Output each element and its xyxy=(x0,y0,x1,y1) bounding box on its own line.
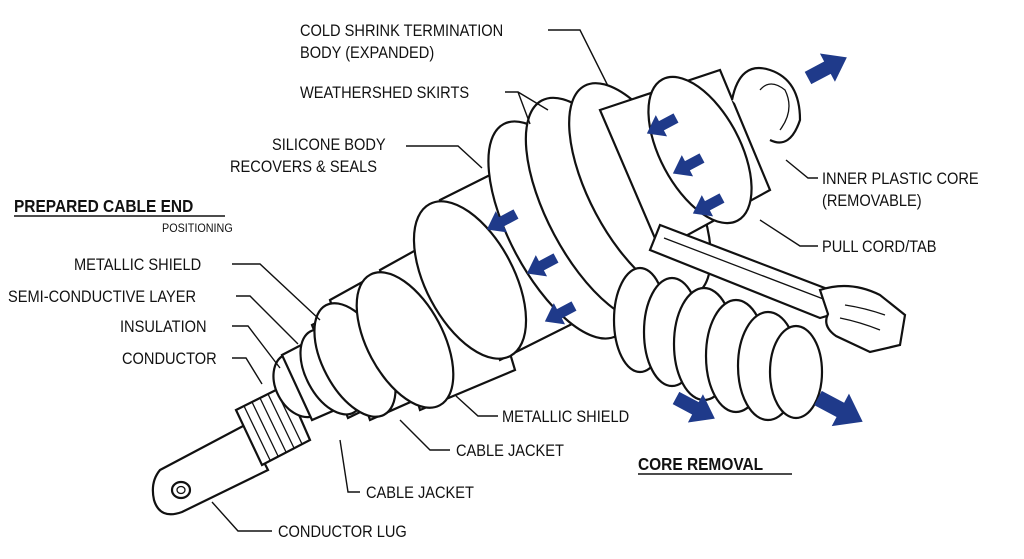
hand-illustration xyxy=(818,284,907,354)
label-cable-jacket-mid: CABLE JACKET xyxy=(456,442,564,460)
label-silicone-body-line2: RECOVERS & SEALS xyxy=(230,158,377,176)
label-metallic-shield-left: METALLIC SHIELD xyxy=(74,256,201,274)
leader-lines xyxy=(211,29,818,532)
label-cable-jacket-lower: CABLE JACKET xyxy=(366,484,474,502)
label-pull-cord-tab: PULL CORD/TAB xyxy=(822,238,936,256)
label-conductor-lug: CONDUCTOR LUG xyxy=(278,523,407,541)
arrow-out-upper-right xyxy=(800,43,855,93)
inner-plastic-core xyxy=(730,66,802,144)
label-inner-plastic-core-line1: INNER PLASTIC CORE xyxy=(822,170,979,188)
label-semi-conductive-layer: SEMI-CONDUCTIVE LAYER xyxy=(8,288,196,306)
label-positioning: POSITIONING xyxy=(162,223,233,236)
conductor-lug xyxy=(151,423,270,516)
callout-labels: COLD SHRINK TERMINATION BODY (EXPANDED) … xyxy=(8,22,979,541)
label-weathershed-skirts: WEATHERSHED SKIRTS xyxy=(300,84,469,102)
expanded-termination-body xyxy=(598,68,772,252)
core-spring xyxy=(612,266,824,422)
label-cold-shrink-line2: BODY (EXPANDED) xyxy=(300,44,434,62)
label-core-removal: CORE REMOVAL xyxy=(638,454,763,474)
label-conductor: CONDUCTOR xyxy=(122,350,217,368)
label-insulation: INSULATION xyxy=(120,318,207,336)
label-prepared-cable-end: PREPARED CABLE END xyxy=(14,196,193,216)
label-silicone-body-line1: SILICONE BODY xyxy=(272,136,386,154)
label-cold-shrink-line1: COLD SHRINK TERMINATION xyxy=(300,22,503,40)
label-metallic-shield-right: METALLIC SHIELD xyxy=(502,408,629,426)
label-inner-plastic-core-line2: (REMOVABLE) xyxy=(822,192,922,210)
